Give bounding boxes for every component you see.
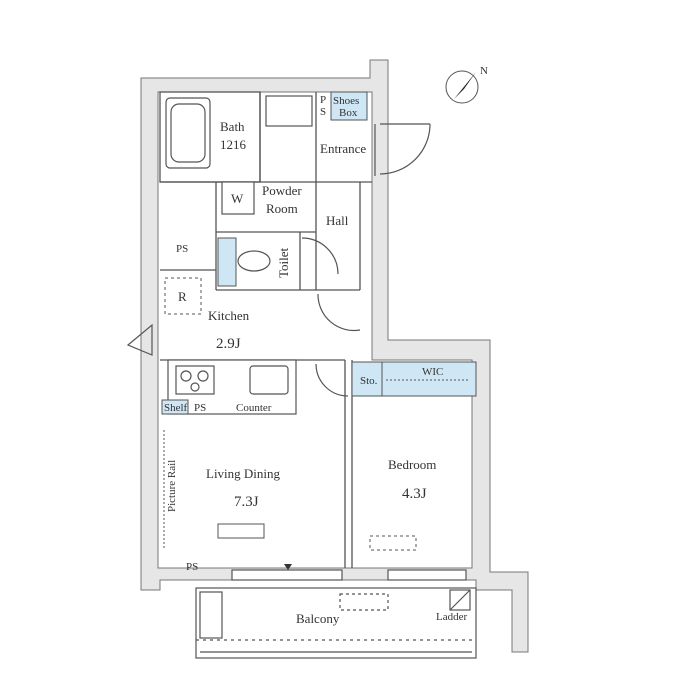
ps-label-lower: PS — [186, 561, 198, 573]
hall-door-icon — [301, 237, 361, 332]
ladder-label: Ladder — [436, 611, 467, 623]
balcony-area — [195, 587, 477, 659]
north-arrow-icon — [445, 70, 479, 104]
washer-icon — [221, 181, 255, 215]
toilet-label: Toilet — [276, 247, 291, 278]
bath-size-label: 1216 — [220, 137, 247, 152]
exterior-walls — [140, 59, 529, 653]
shelf-label: Shelf — [164, 402, 188, 414]
kitchen-counter — [167, 359, 297, 415]
bedroom-door-icon — [315, 363, 349, 397]
entrance-door-icon — [374, 123, 431, 176]
toilet-icon — [217, 237, 271, 287]
shelf-panel — [161, 399, 189, 415]
interior-walls — [159, 91, 372, 568]
hall-label: Hall — [326, 213, 349, 228]
fridge-icon — [164, 277, 202, 315]
wic-label: WIC — [422, 366, 443, 378]
powder-room-label-line1: Powder — [262, 183, 302, 198]
living-dining-size-label: 7.3J — [234, 494, 259, 510]
windows — [231, 569, 467, 581]
kitchen-size-label: 2.9J — [216, 336, 241, 352]
storage-label: Sto. — [360, 375, 378, 387]
wic-area — [351, 361, 477, 397]
shoes-box-label-line1: Shoes — [333, 95, 359, 107]
vanity-icon — [265, 95, 313, 127]
kitchen-side-door-icon — [126, 323, 153, 356]
picture-rail-label: Picture Rail — [166, 460, 178, 512]
window-marker-icon — [284, 564, 292, 570]
ps-label-kitchen: PS — [194, 402, 206, 414]
bath-label: Bath — [220, 119, 245, 134]
shoes-box-label-line2: Box — [339, 107, 358, 119]
ac-marker-icon — [217, 523, 265, 539]
bathtub-icon — [165, 97, 211, 169]
shoes-box-panel — [330, 91, 368, 121]
ps-letter-s: S — [320, 106, 326, 118]
balcony-label: Balcony — [296, 611, 340, 626]
north-label: N — [480, 65, 488, 77]
bedroom-ac-marker-icon — [369, 535, 417, 551]
ps-label-upper: PS — [176, 243, 188, 255]
bedroom-label: Bedroom — [388, 457, 436, 472]
washer-label: W — [231, 191, 244, 206]
kitchen-label: Kitchen — [208, 308, 250, 323]
bedroom-size-label: 4.3J — [402, 486, 427, 502]
counter-label: Counter — [236, 402, 272, 414]
living-dining-label: Living Dining — [206, 466, 281, 481]
entrance-label: Entrance — [320, 141, 366, 156]
powder-room-label-line2: Room — [266, 201, 298, 216]
ps-letter-p: P — [320, 94, 326, 106]
fridge-label: R — [178, 289, 187, 304]
